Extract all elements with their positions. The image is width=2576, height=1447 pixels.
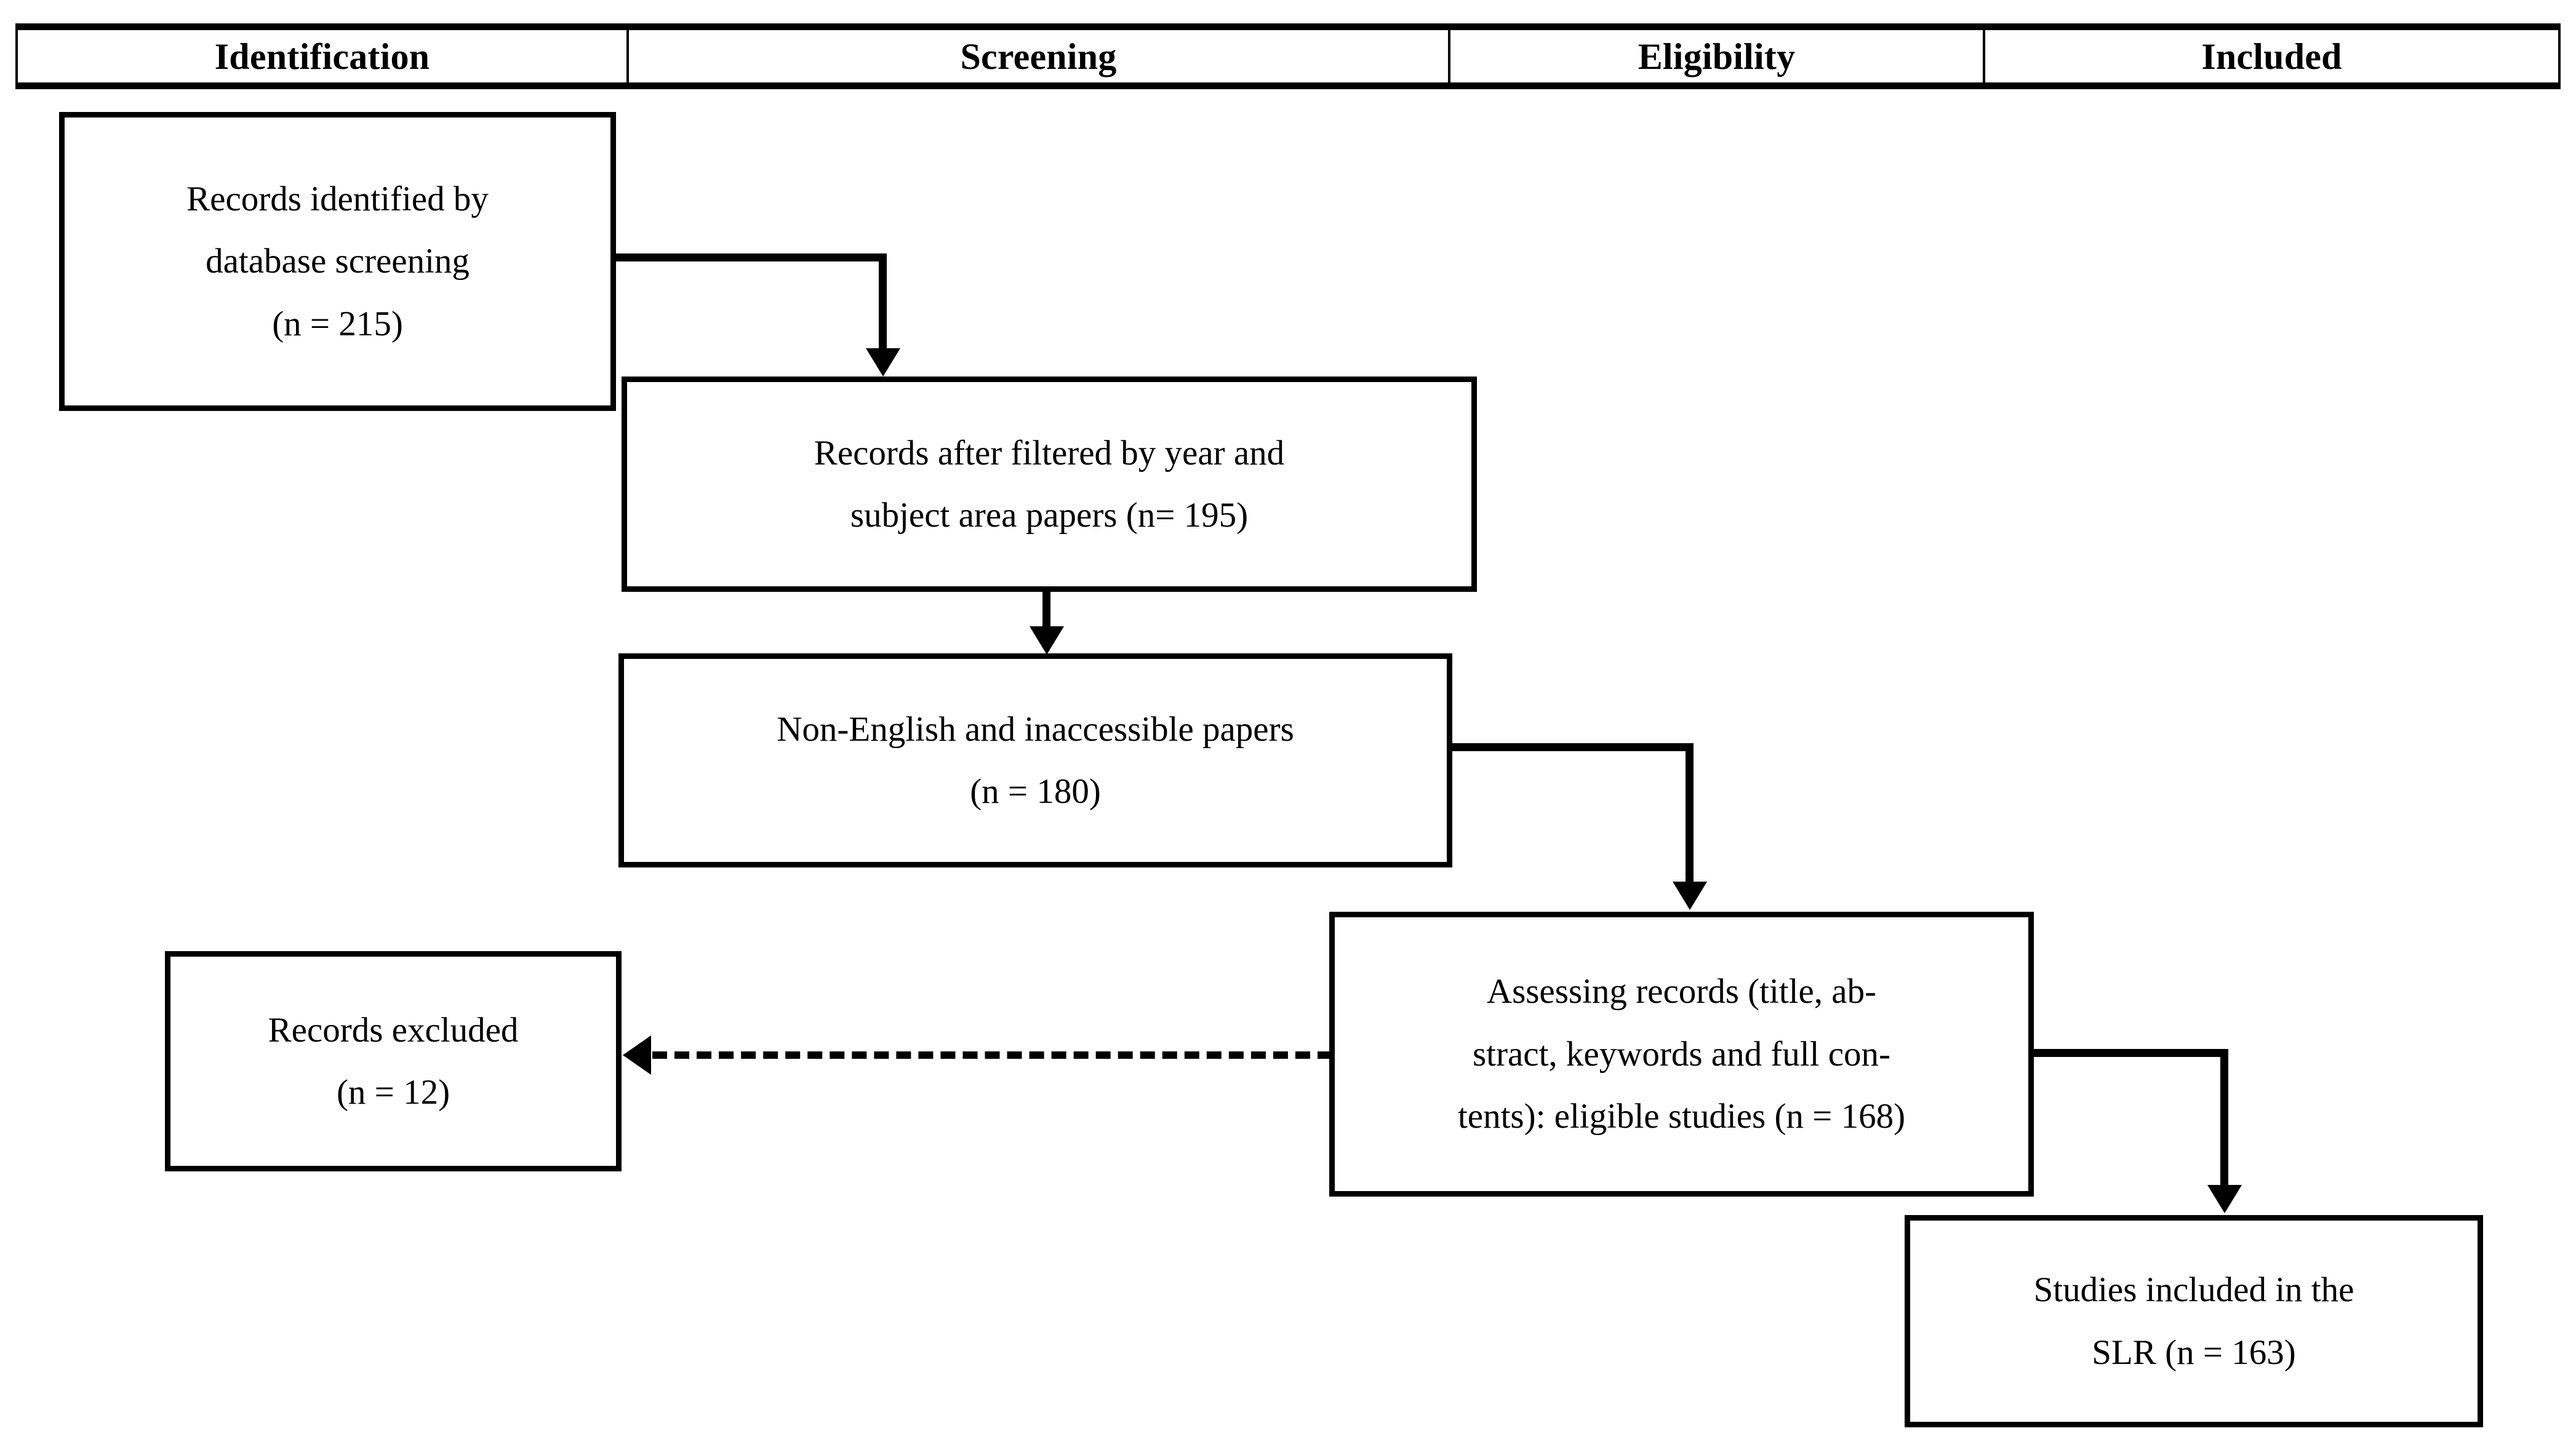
phase-label-identification: Identification <box>214 36 430 77</box>
connector-noneng-to-assessing-arrowhead <box>1673 882 1707 910</box>
box-non-english-inaccessible-line-2: (n = 180) <box>970 772 1101 811</box>
connector-noneng-to-assessing-vertical <box>1686 743 1694 885</box>
box-records-identified-line-2: database screening <box>206 242 470 281</box>
box-non-english-inaccessible-line-1: Non-English and inaccessible papers <box>777 709 1294 749</box>
connector-filtered-to-noneng-arrowhead <box>1030 626 1064 655</box>
phase-header-table: Identification Screening Eligibility Inc… <box>15 23 2561 89</box>
connector-noneng-to-assessing-horizontal <box>1447 743 1694 751</box>
box-records-filtered-line-1: Records after filtered by year and <box>814 433 1285 472</box>
box-assessing-records-line-1: Assessing records (title, ab- <box>1486 972 1877 1011</box>
box-records-excluded: Records excluded (n = 12) <box>165 951 622 1171</box>
box-records-excluded-line-1: Records excluded <box>268 1010 519 1050</box>
box-assessing-records-line-3: tents): eligible studies (n = 168) <box>1457 1097 1906 1136</box>
phase-label-eligibility: Eligibility <box>1638 36 1796 77</box>
phase-cell-screening: Screening <box>629 30 1450 82</box>
box-records-identified-line-3: (n = 215) <box>272 304 403 343</box>
connector-filtered-to-noneng-vertical <box>1042 592 1050 630</box>
box-assessing-records: Assessing records (title, ab- stract, ke… <box>1329 912 2034 1197</box>
connector-identified-to-filtered-horizontal <box>616 253 887 261</box>
phase-label-screening: Screening <box>960 36 1117 77</box>
connector-identified-to-filtered-arrowhead <box>866 348 900 377</box>
box-non-english-inaccessible: Non-English and inaccessible papers (n =… <box>618 653 1452 867</box>
box-records-identified-line-1: Records identified by <box>186 179 489 218</box>
box-records-filtered: Records after filtered by year and subje… <box>622 377 1477 592</box>
box-studies-included: Studies included in the SLR (n = 163) <box>1905 1215 2483 1427</box>
connector-assessing-to-included-horizontal <box>2031 1049 2228 1057</box>
box-records-filtered-line-2: subject area papers (n= 195) <box>850 496 1249 535</box>
box-assessing-records-line-2: stract, keywords and full con- <box>1472 1034 1891 1074</box>
phase-cell-included: Included <box>1985 30 2558 82</box>
phase-label-included: Included <box>2201 36 2342 77</box>
box-records-excluded-line-2: (n = 12) <box>336 1073 450 1112</box>
box-studies-included-line-2: SLR (n = 163) <box>2092 1333 2296 1372</box>
phase-cell-identification: Identification <box>18 30 629 82</box>
box-records-identified: Records identified by database screening… <box>59 112 616 411</box>
box-studies-included-line-1: Studies included in the <box>2033 1270 2354 1310</box>
connector-identified-to-filtered-vertical <box>879 253 887 351</box>
phase-cell-eligibility: Eligibility <box>1450 30 1985 82</box>
connector-assessing-to-excluded-dashed-line <box>652 1051 1332 1059</box>
connector-assessing-to-included-arrowhead <box>2207 1185 2242 1213</box>
connector-assessing-to-excluded-arrowhead <box>623 1035 651 1075</box>
connector-assessing-to-included-vertical <box>2220 1049 2228 1188</box>
